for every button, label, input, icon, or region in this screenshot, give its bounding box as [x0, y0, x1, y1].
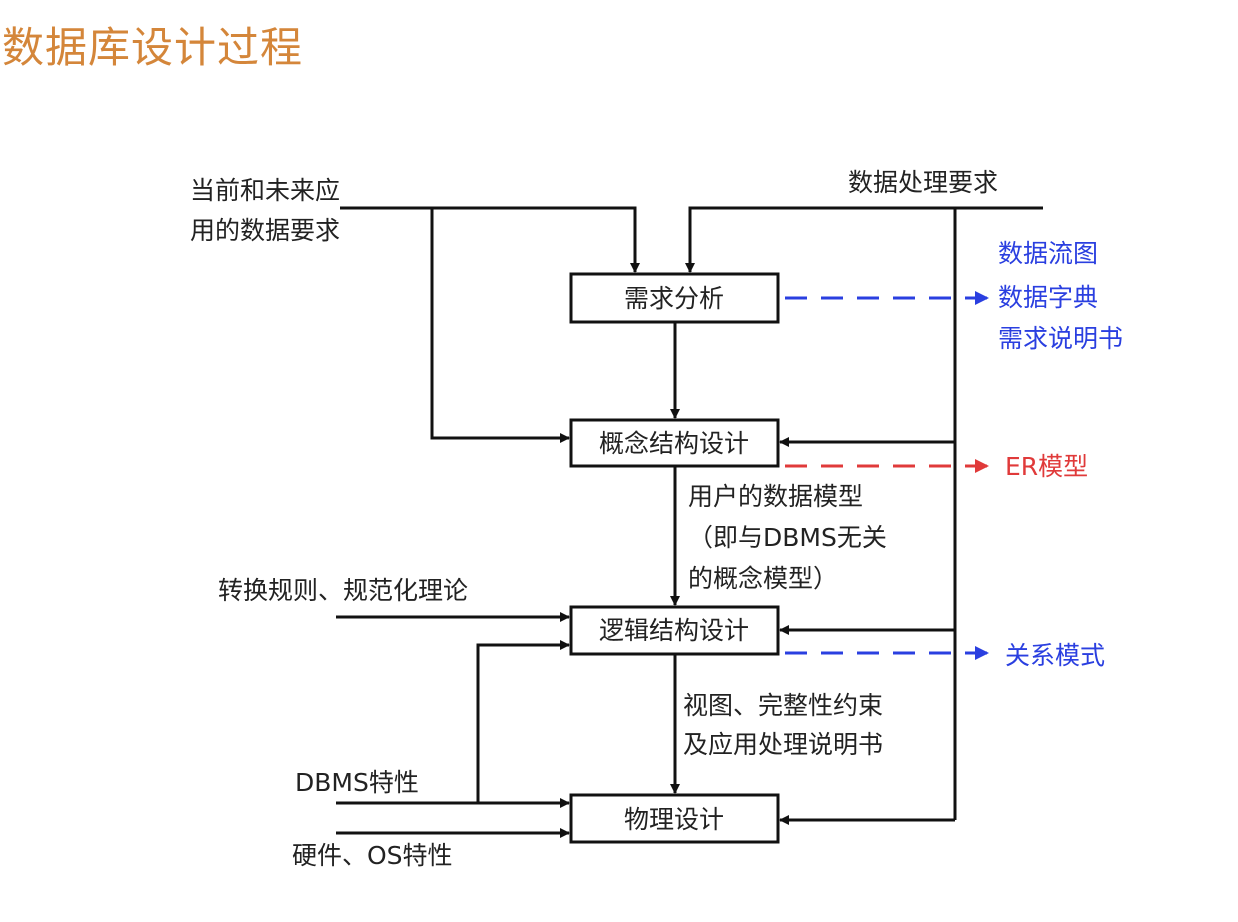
data-requirements-flow [340, 206, 640, 443]
output-label: ER模型 [1005, 452, 1088, 481]
intermediate-label: （即与DBMS无关 [688, 523, 887, 552]
intermediate-label: 用户的数据模型 [688, 482, 863, 511]
input-label: 硬件、OS特性 [292, 841, 453, 870]
output-label: 关系模式 [1005, 641, 1105, 670]
input-label: DBMS特性 [295, 768, 419, 797]
input-label: 数据处理要求 [848, 168, 998, 197]
intermediate-label: 的概念模型） [688, 564, 838, 593]
step-label: 需求分析 [624, 284, 724, 313]
left-input-arrows [336, 612, 570, 838]
step-logical-design: 逻辑结构设计 [569, 605, 780, 656]
output-label: 需求说明书 [998, 324, 1123, 353]
input-label: 用的数据要求 [190, 216, 340, 245]
output-label: 数据字典 [998, 283, 1098, 312]
processing-requirements-flow [685, 206, 1043, 825]
step-physical-design: 物理设计 [569, 793, 780, 844]
output-label: 数据流图 [998, 239, 1098, 268]
step-conceptual-design: 概念结构设计 [569, 418, 780, 468]
intermediate-label: 及应用处理说明书 [683, 730, 883, 759]
input-label: 转换规则、规范化理论 [218, 576, 468, 605]
page-title: 数据库设计过程 [2, 23, 304, 72]
input-label: 当前和未来应 [190, 176, 340, 205]
step-label: 概念结构设计 [599, 429, 749, 458]
intermediate-label: 视图、完整性约束 [683, 691, 883, 720]
step-label: 逻辑结构设计 [599, 616, 749, 645]
step-requirements-analysis: 需求分析 [569, 272, 780, 324]
step-label: 物理设计 [624, 805, 724, 834]
